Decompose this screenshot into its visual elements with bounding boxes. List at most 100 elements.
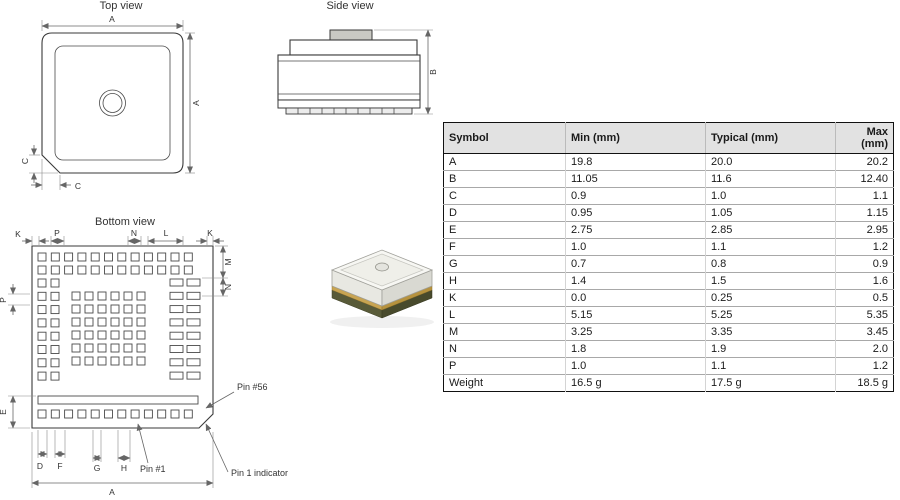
value-cell: 16.5 g — [565, 374, 706, 392]
symbol-cell: D — [443, 204, 566, 222]
dim-label-g: G — [94, 463, 101, 473]
module-3d — [330, 249, 434, 328]
value-cell: 1.9 — [705, 340, 836, 358]
table-header-cell: Typical (mm) — [705, 122, 836, 154]
dim-label-b: B — [428, 69, 438, 75]
value-cell: 1.0 — [565, 357, 706, 375]
symbol-cell: F — [443, 238, 566, 256]
dim-label-a-right: A — [191, 100, 201, 106]
value-cell: 1.2 — [835, 357, 894, 375]
side-view-dimensions: B — [374, 29, 438, 115]
pin1-indicator-label: Pin 1 indicator — [231, 468, 288, 478]
top-view-outline — [41, 32, 184, 174]
side-view-drawing: B — [277, 29, 438, 115]
dim-label-p-left: P — [0, 297, 8, 303]
dim-label-k-left: K — [15, 229, 21, 239]
value-cell: 3.25 — [565, 323, 706, 341]
value-cell: 1.4 — [565, 272, 706, 290]
side-view-label: Side view — [326, 0, 374, 12]
dim-label-f: F — [57, 461, 62, 471]
value-cell: 5.25 — [705, 306, 836, 324]
symbol-cell: A — [443, 153, 566, 171]
pin56-label: Pin #56 — [237, 382, 268, 392]
symbol-cell: P — [443, 357, 566, 375]
symbol-cell: G — [443, 255, 566, 273]
value-cell: 0.7 — [565, 255, 706, 273]
bottom-view-dimensions: K P N L K M N P E — [0, 228, 233, 497]
value-cell: 0.0 — [565, 289, 706, 307]
bottom-view-drawing: K P N L K M N P E — [0, 228, 288, 497]
symbol-cell: N — [443, 340, 566, 358]
bottom-view-outline — [31, 245, 214, 429]
value-cell: 1.0 — [705, 187, 836, 205]
dim-label-a-top: A — [109, 14, 115, 24]
value-cell: 1.1 — [705, 357, 836, 375]
value-cell: 2.95 — [835, 221, 894, 239]
dim-label-e: E — [0, 409, 8, 415]
dim-label-l-top: L — [164, 228, 169, 238]
symbol-cell: Weight — [443, 374, 566, 392]
top-view-label: Top view — [99, 0, 143, 12]
symbol-cell: B — [443, 170, 566, 188]
top-view-dimensions: A A C C — [20, 14, 201, 191]
value-cell: 1.6 — [835, 272, 894, 290]
value-cell: 2.75 — [565, 221, 706, 239]
value-cell: 2.0 — [835, 340, 894, 358]
value-cell: 19.8 — [565, 153, 706, 171]
value-cell: 12.40 — [835, 170, 894, 188]
dim-label-n-right: N — [223, 284, 233, 290]
dim-label-c-bottom: C — [75, 181, 81, 191]
pin1-label: Pin #1 — [140, 464, 166, 474]
value-cell: 20.0 — [705, 153, 836, 171]
value-cell: 5.35 — [835, 306, 894, 324]
dim-label-p-top: P — [54, 228, 60, 238]
table-header-cell: Symbol — [443, 122, 566, 154]
value-cell: 11.05 — [565, 170, 706, 188]
dim-label-c-left: C — [20, 158, 30, 164]
bottom-view-label: Bottom view — [95, 216, 155, 228]
value-cell: 1.8 — [565, 340, 706, 358]
value-cell: 1.5 — [705, 272, 836, 290]
dim-label-k-right: K — [207, 228, 213, 238]
dim-label-m: M — [223, 258, 233, 265]
table-header-cell: Min (mm) — [565, 122, 706, 154]
dim-label-d: D — [37, 461, 43, 471]
value-cell: 0.9 — [835, 255, 894, 273]
value-cell: 1.05 — [705, 204, 836, 222]
table-header-cell: Max (mm) — [835, 122, 894, 154]
value-cell: 1.0 — [565, 238, 706, 256]
value-cell: 2.85 — [705, 221, 836, 239]
value-cell: 0.5 — [835, 289, 894, 307]
value-cell: 1.1 — [705, 238, 836, 256]
symbol-cell: E — [443, 221, 566, 239]
symbol-cell: M — [443, 323, 566, 341]
value-cell: 20.2 — [835, 153, 894, 171]
value-cell: 1.2 — [835, 238, 894, 256]
value-cell: 11.6 — [705, 170, 836, 188]
value-cell: 3.35 — [705, 323, 836, 341]
value-cell: 0.8 — [705, 255, 836, 273]
value-cell: 0.9 — [565, 187, 706, 205]
symbol-cell: L — [443, 306, 566, 324]
value-cell: 1.1 — [835, 187, 894, 205]
value-cell: 0.95 — [565, 204, 706, 222]
value-cell: 5.15 — [565, 306, 706, 324]
pin-annotations: Pin #56 Pin #1 Pin 1 indicator — [136, 382, 288, 478]
side-view-outline — [277, 29, 421, 115]
